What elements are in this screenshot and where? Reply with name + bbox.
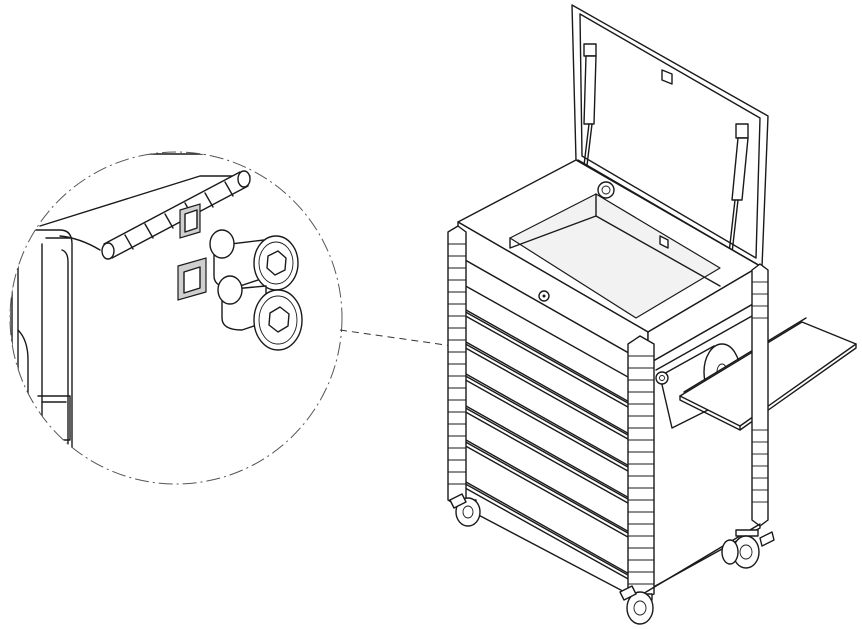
shoulder-bolt-upper: [209, 229, 299, 291]
frame-curve-edge: [61, 249, 69, 484]
caster-front-left: [449, 493, 481, 527]
shoulder-bolt-lower: [217, 275, 303, 351]
detail-circle: [9, 151, 343, 485]
gas-strut-mount-right: [735, 123, 749, 139]
tool-cart: [447, 4, 857, 625]
detail-view-content: [10, 153, 251, 484]
corner-post-front: [627, 335, 655, 601]
corner-post-right: [751, 263, 769, 527]
corner-post-left: [447, 225, 467, 507]
hex-socket-upper: [266, 250, 287, 276]
caster-brake-pedal: [449, 493, 467, 509]
hinge-leaf-curve: [59, 235, 101, 251]
mounting-holes: [177, 203, 207, 301]
top-compartment: [457, 159, 761, 365]
detail-callout: [9, 151, 343, 485]
frame-inner-edge: [27, 229, 73, 484]
hex-socket-lower: [268, 306, 290, 333]
frame-outer-edge: [10, 257, 19, 484]
caster-rear-left: [721, 539, 739, 565]
lid-latch: [661, 69, 673, 85]
gas-strut-mount-left: [583, 43, 597, 57]
outlet-plug: [597, 181, 615, 199]
caster-rear-right: [732, 529, 775, 569]
caster-front-center: [619, 585, 654, 625]
drawer-stack: [457, 255, 649, 591]
tray-clip: [659, 235, 669, 249]
